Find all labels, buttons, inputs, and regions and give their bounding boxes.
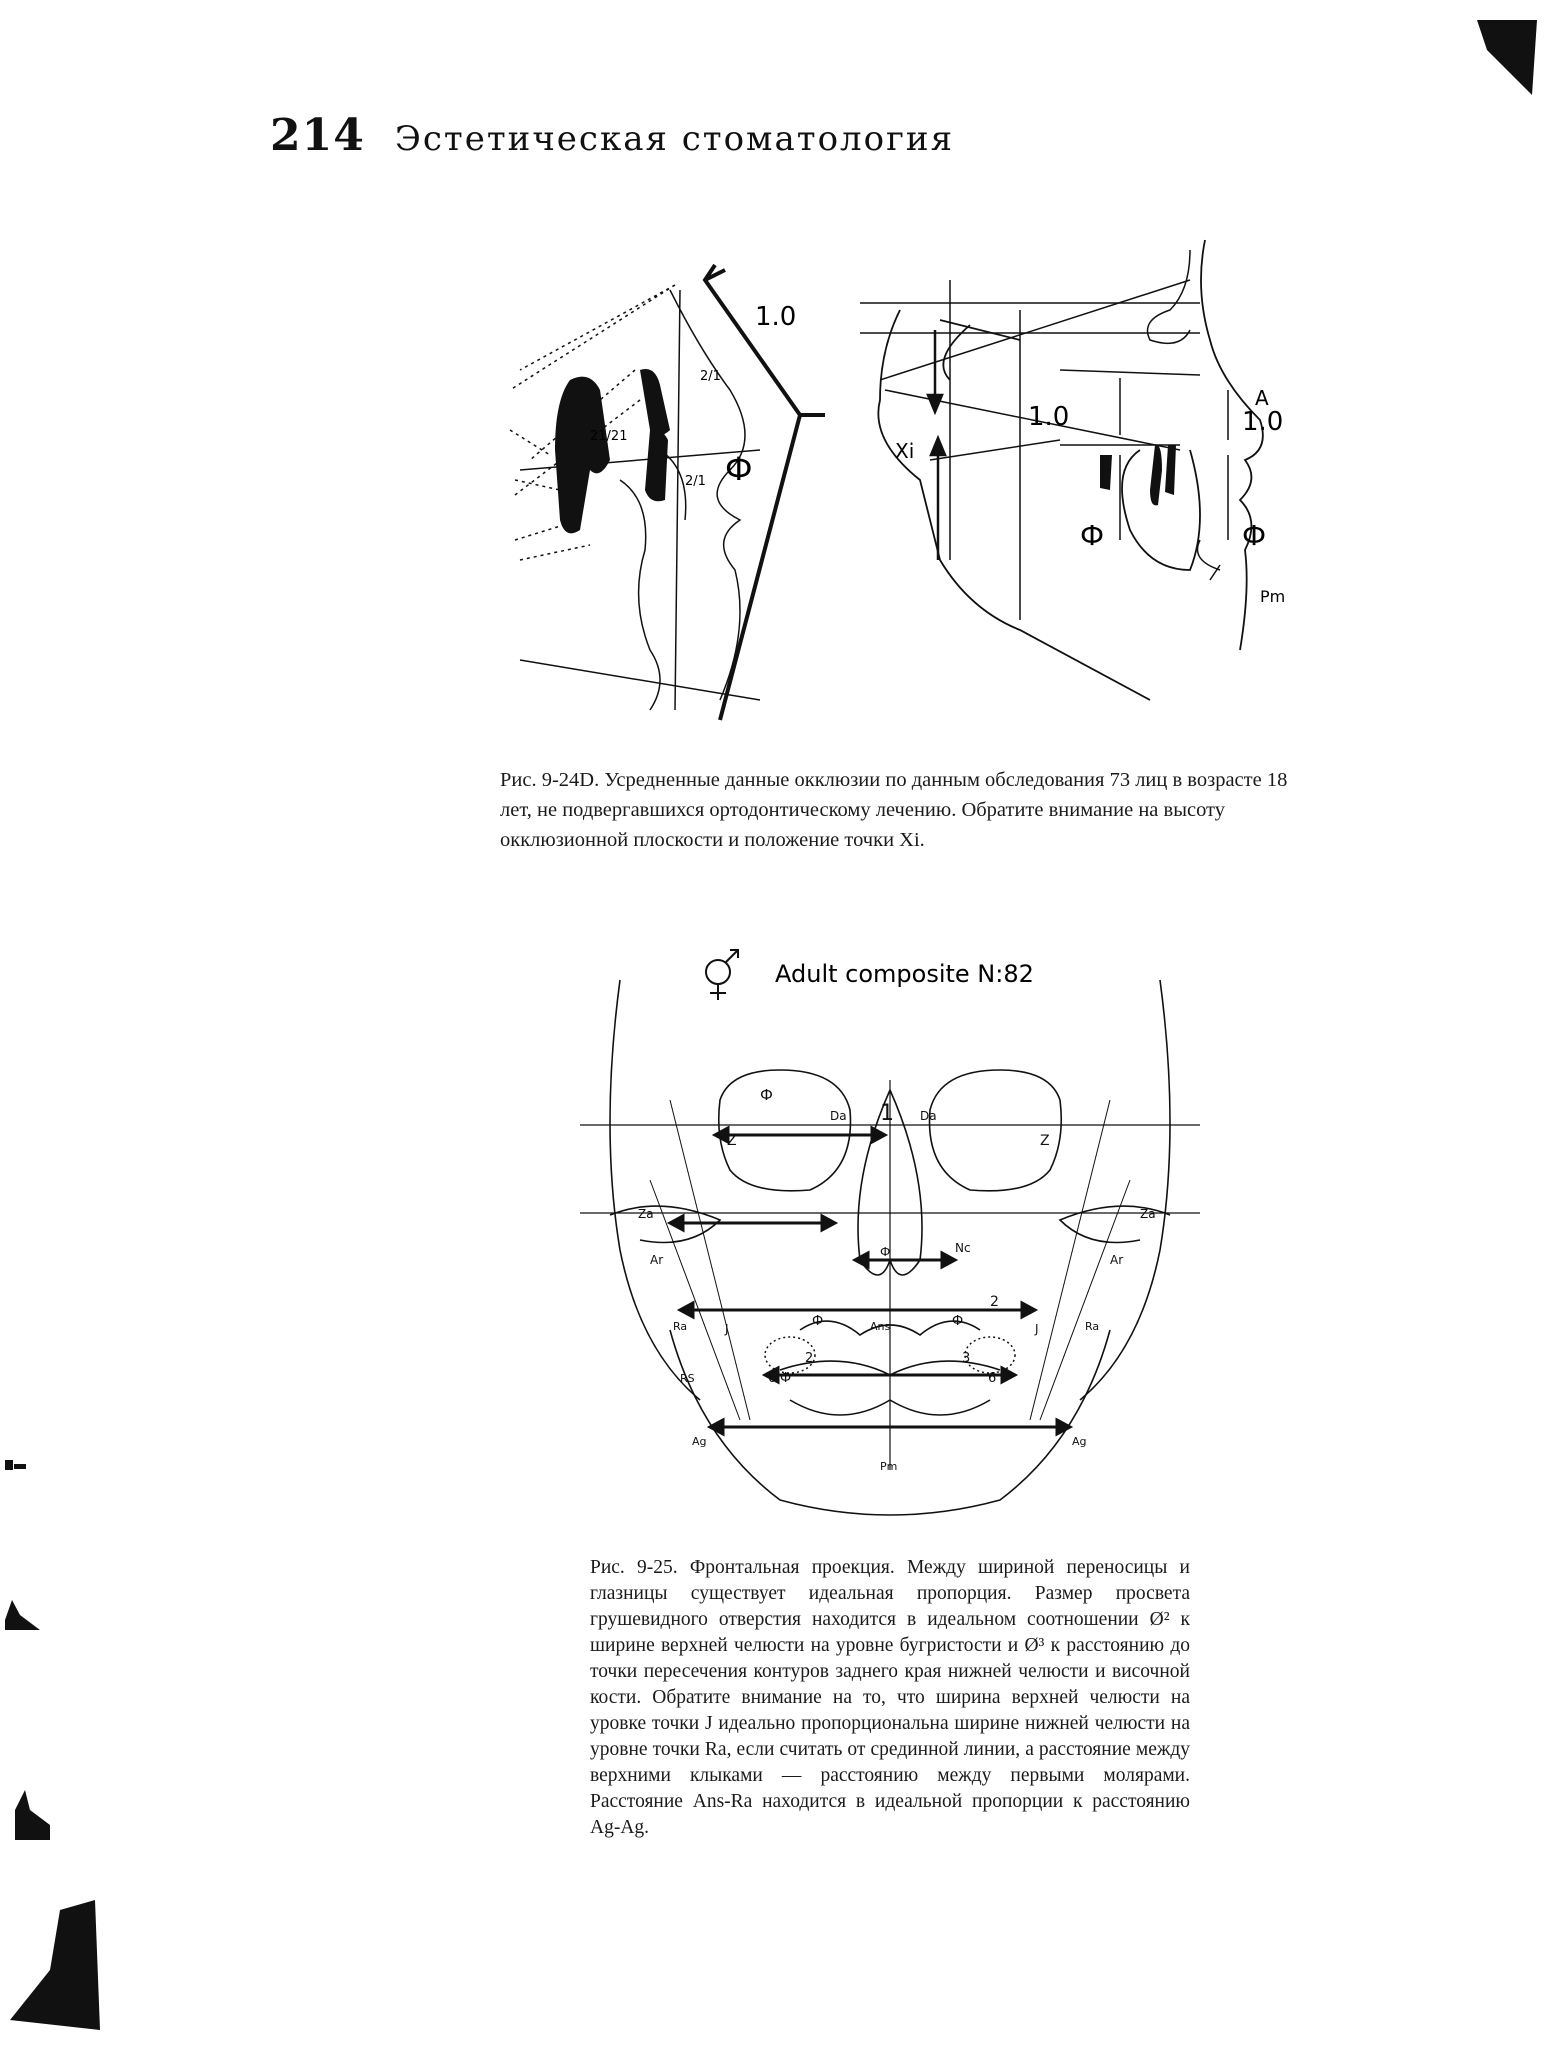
label-pm: Pm (880, 1460, 897, 1473)
label-phi-right-b: Ф (1242, 519, 1266, 552)
skull-outline (609, 979, 1171, 1401)
molar-dotted-areas (764, 1336, 1016, 1374)
label-ra-left: Ra (673, 1320, 687, 1333)
left-vertical (674, 289, 681, 711)
scan-artifacts (5, 1460, 100, 2030)
right-diagonal-1 (879, 279, 1191, 381)
left-profile-line (702, 263, 825, 721)
gender-symbol-icon (705, 949, 739, 1000)
label-six-left: 6 (768, 1371, 776, 1386)
label-one: 1 (880, 1101, 894, 1126)
label-six-right: 6 (988, 1371, 996, 1386)
label-phi-molar: Ф (780, 1371, 791, 1386)
figure-2-caption: Рис. 9-25. Фронтальная проекция. Между ш… (590, 1557, 1190, 1838)
label-ratio-lower: 2/1 (685, 474, 706, 489)
label-two-small: 2 (805, 1351, 813, 1366)
label-ratio-right-b: 1.0 (1242, 407, 1283, 437)
figure-lateral-occlusion: 1.0 2/1 21/21 2/1 Ф 1.0 1.0 A Xi Ф Ф Pm (500, 230, 1300, 750)
right-facial-profile (1200, 239, 1264, 651)
label-phi-nasal: Ф (880, 1245, 890, 1259)
label-ratio-mid: 21/21 (590, 429, 627, 444)
label-phi-right-a: Ф (1080, 519, 1104, 552)
label-point-pm: Pm (1260, 587, 1285, 606)
page-header: 214 Эстетическая стоматология (270, 110, 954, 161)
label-za-right: Za (1140, 1207, 1156, 1221)
label-z-left: Z (727, 1133, 737, 1149)
page-number: 214 (270, 110, 365, 161)
label-da-right: Da (920, 1109, 937, 1123)
label-ratio-upper: 2/1 (700, 369, 721, 384)
right-chin (1196, 539, 1221, 581)
label-ratio-top: 1.0 (755, 302, 796, 332)
left-face-contour (669, 289, 746, 701)
right-xi-line (929, 439, 1061, 461)
right-mandible (1121, 449, 1201, 571)
corner-tab-mark (1477, 20, 1537, 95)
right-nose (1146, 249, 1191, 345)
label-da-left: Da (830, 1109, 847, 1123)
label-two: 2 (990, 1294, 999, 1310)
label-point-a: A (1255, 386, 1269, 410)
frontal-projection-diagram: Adult composite N:82 (580, 949, 1200, 1516)
label-phi-j-left: Ф (812, 1314, 823, 1329)
label-phi-left: Ф (725, 450, 753, 488)
figure-1-caption: Рис. 9-24D. Усредненные данные окклюзии … (500, 769, 1288, 851)
figure-frontal-projection: Adult composite N:82 (580, 930, 1210, 1550)
label-three: 3 (962, 1351, 970, 1366)
orbit-left (717, 1069, 852, 1192)
label-ag-right: Ag (1072, 1435, 1087, 1448)
label-za-left: Za (638, 1207, 654, 1221)
teeth-black-fills (555, 369, 1176, 534)
label-ans: Ans (870, 1320, 890, 1333)
label-ra-right: Ra (1085, 1320, 1099, 1333)
label-phi-j-right: Ф (952, 1314, 963, 1329)
label-ar-left: Ar (650, 1253, 663, 1267)
label-nc: Nc (955, 1241, 971, 1255)
figure-2-title: Adult composite N:82 (775, 960, 1034, 988)
orbit-right (928, 1069, 1063, 1192)
right-skull-outline (877, 309, 1151, 701)
label-point-xi: Xi (895, 439, 914, 463)
label-j-right: J (1034, 1322, 1039, 1336)
label-z-right: Z (1040, 1133, 1050, 1149)
lateral-occlusion-diagram: 1.0 2/1 21/21 2/1 Ф 1.0 1.0 A Xi Ф Ф Pm (509, 239, 1285, 721)
label-ratio-right-a: 1.0 (1028, 402, 1069, 432)
right-occlusal (1059, 369, 1201, 446)
label-rs: RS (680, 1372, 695, 1385)
label-j-left: J (724, 1322, 729, 1336)
label-ag-left: Ag (692, 1435, 707, 1448)
running-title: Эстетическая стоматология (394, 119, 955, 159)
label-ar-right: Ar (1110, 1253, 1123, 1267)
label-phi-orbit: Ф (760, 1086, 773, 1104)
